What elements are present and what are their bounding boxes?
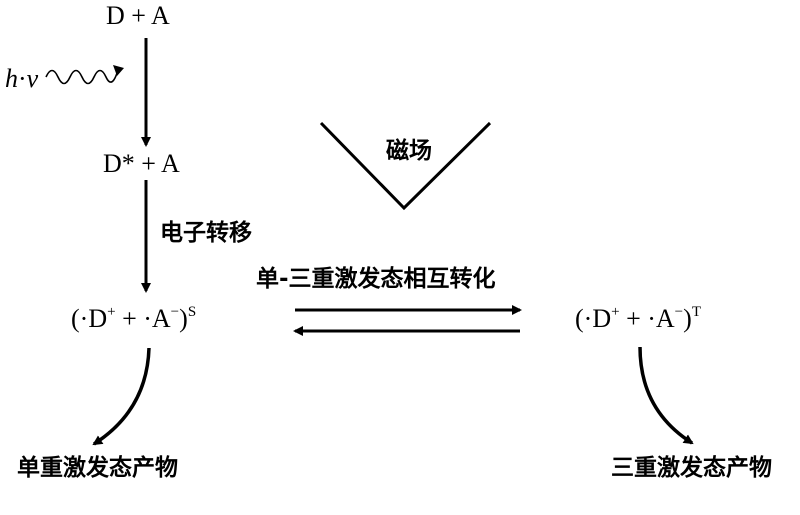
singlet-close: ) bbox=[179, 304, 188, 333]
singlet-cation-charge: + bbox=[107, 304, 116, 320]
triplet-open: (·D bbox=[575, 304, 612, 333]
light-label: h·ν bbox=[5, 66, 38, 92]
arrow-singlet-product bbox=[92, 347, 151, 446]
singlet-open: (·D bbox=[71, 304, 108, 333]
arrow-triplet-product bbox=[638, 346, 694, 445]
ground-state-label: D + A bbox=[106, 1, 170, 30]
triplet-radical-pair-label: (·D+ + ·A−)T bbox=[575, 304, 701, 333]
triplet-mid: + ·A bbox=[619, 304, 675, 333]
triplet-cation-charge: + bbox=[611, 304, 620, 320]
excited-state-label: D* + A bbox=[103, 149, 180, 178]
frequency-symbol: ν bbox=[26, 64, 39, 93]
light-wave-arrowhead-icon bbox=[113, 65, 124, 76]
singlet-anion-charge: − bbox=[170, 304, 180, 320]
magnetic-field-v-icon bbox=[319, 121, 492, 211]
electron-transfer-label: 电子转移 bbox=[160, 220, 252, 246]
triplet-state-symbol: T bbox=[691, 304, 701, 320]
triplet-close: ) bbox=[683, 304, 692, 333]
singlet-radical-pair-label: (·D+ + ·A−)S bbox=[71, 304, 197, 333]
singlet-product-label: 单重激发态产物 bbox=[17, 455, 178, 481]
triplet-product-label: 三重激发态产物 bbox=[611, 455, 772, 481]
interconversion-label: 单-三重激发态相互转化 bbox=[256, 266, 496, 292]
triplet-anion-charge: − bbox=[674, 304, 684, 320]
light-dot: · bbox=[18, 64, 27, 93]
singlet-state-symbol: S bbox=[187, 304, 197, 320]
light-wave-icon bbox=[45, 69, 119, 85]
magnetic-field-label: 磁场 bbox=[386, 138, 432, 164]
planck-constant: h bbox=[5, 64, 18, 93]
singlet-mid: + ·A bbox=[115, 304, 171, 333]
